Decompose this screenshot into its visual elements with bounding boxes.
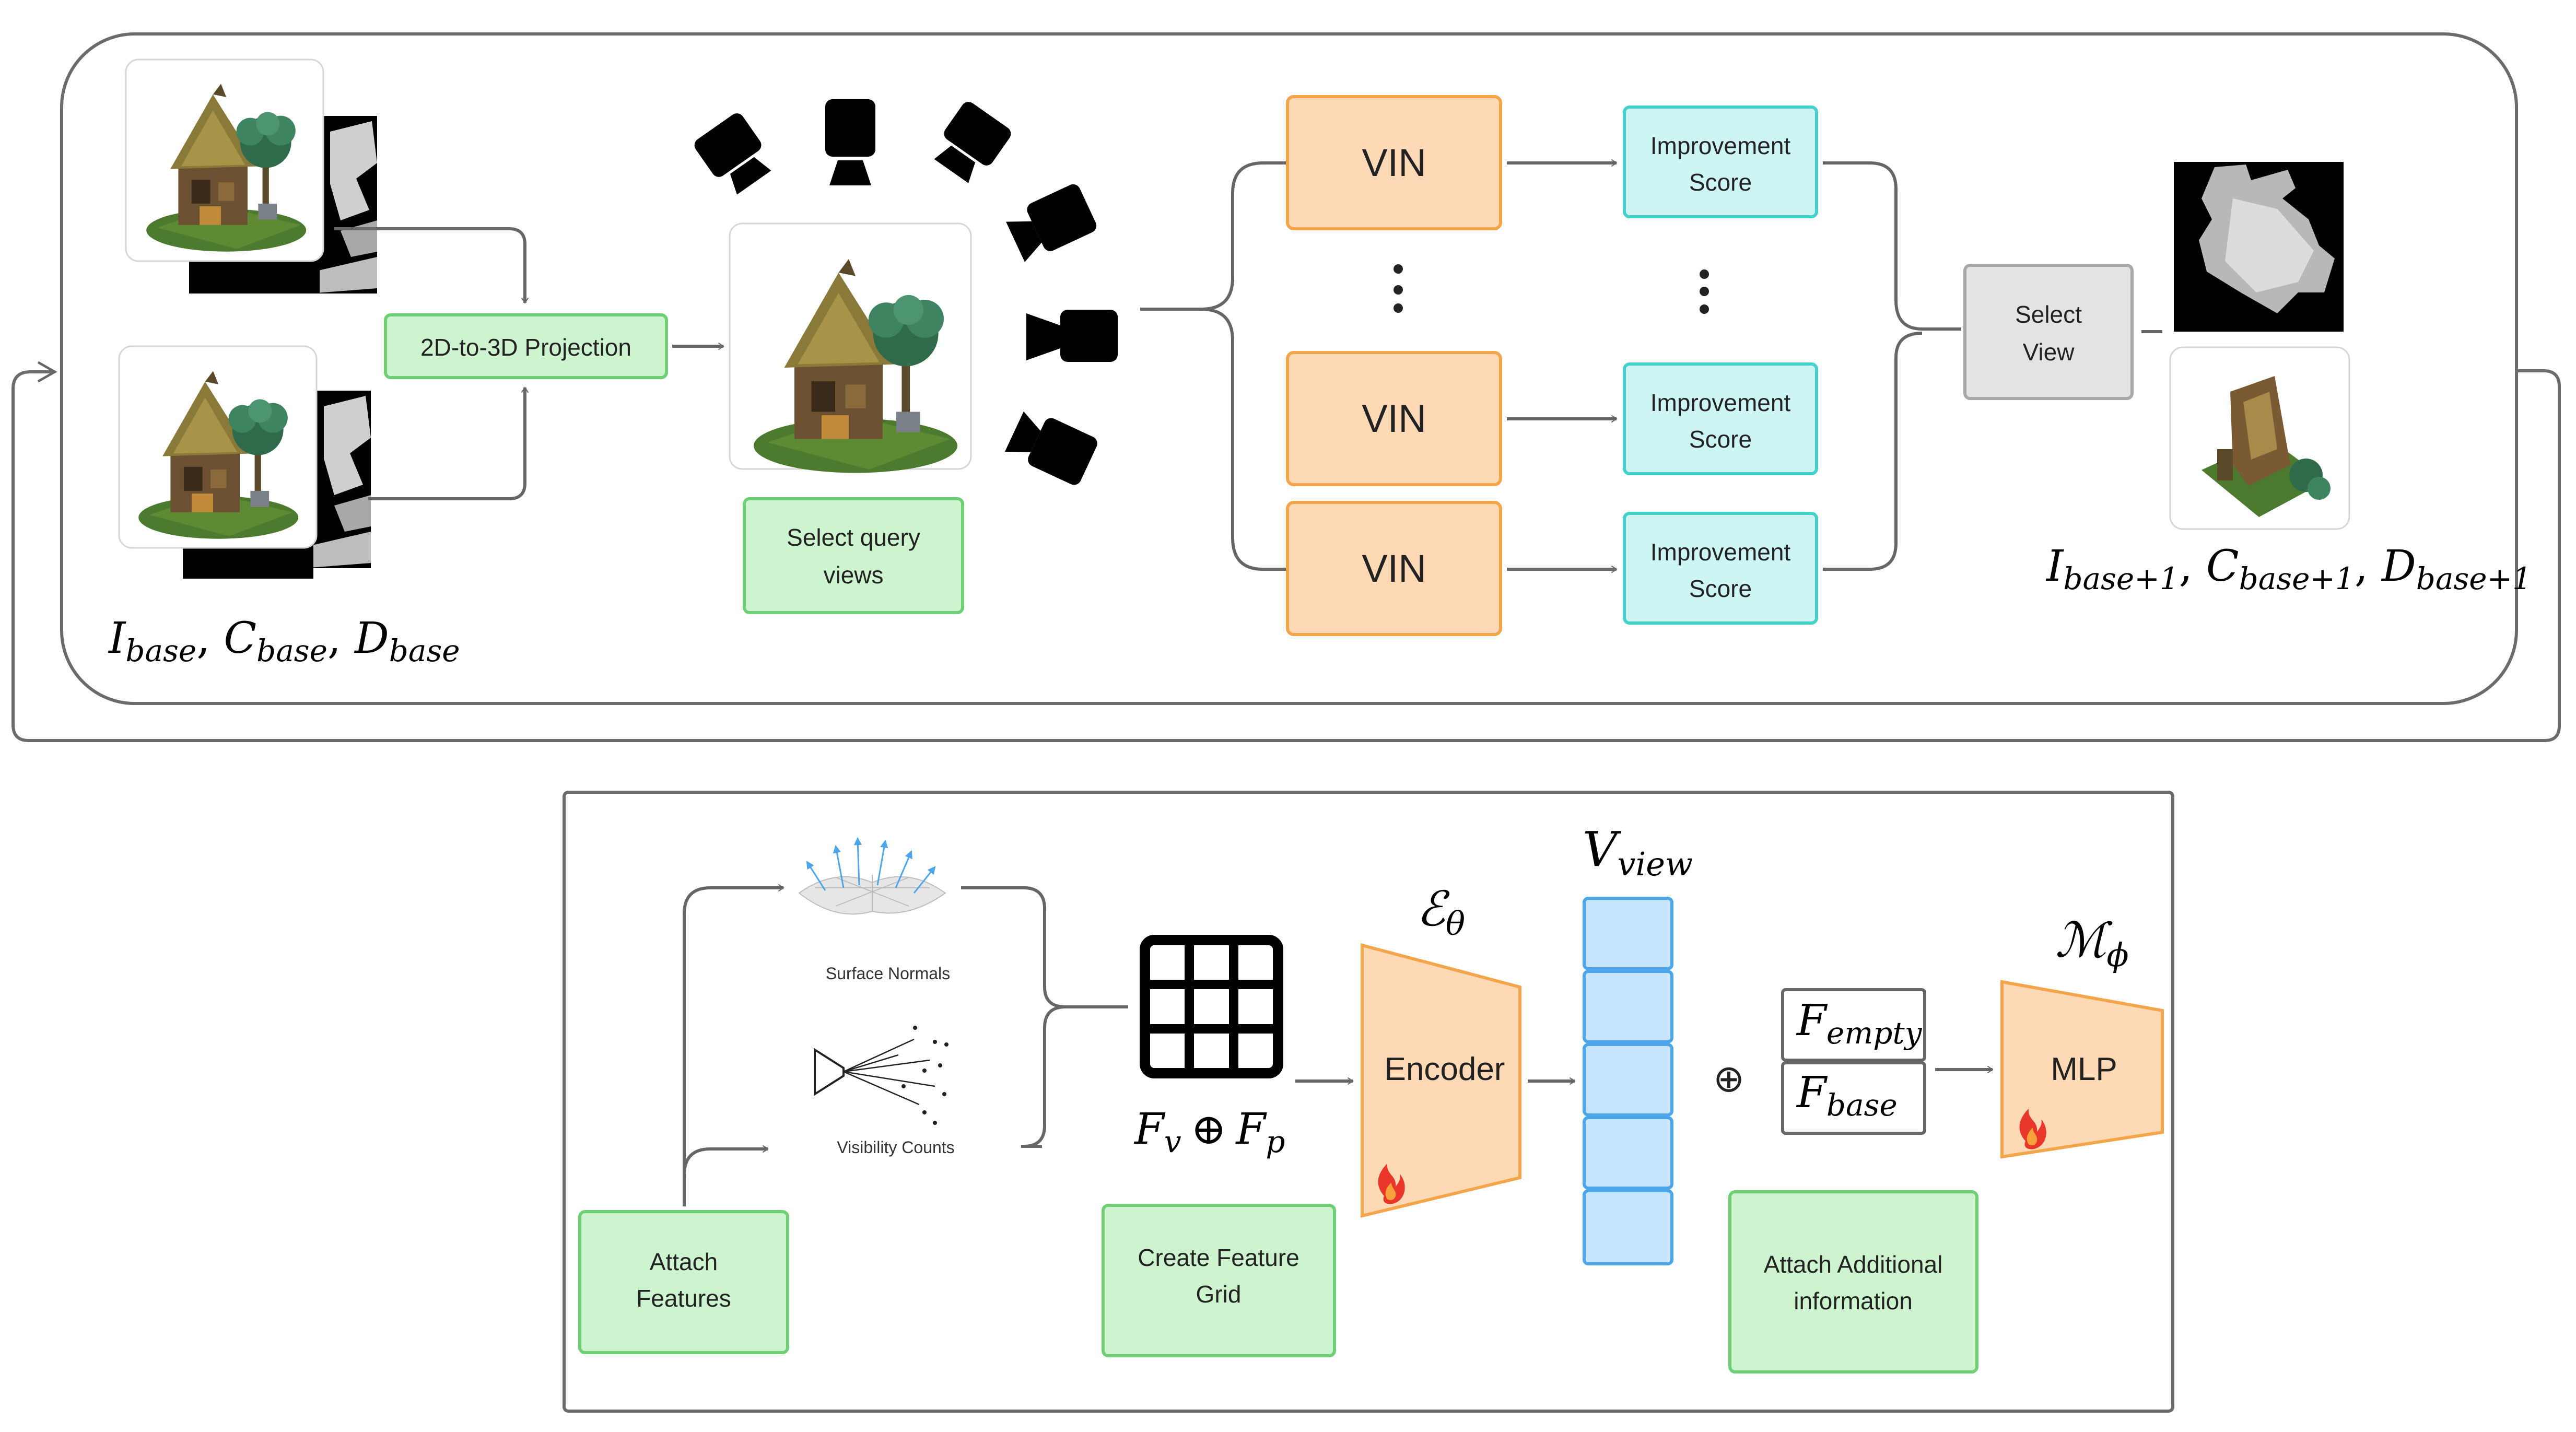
camera-ring	[694, 99, 1118, 485]
f-empty-box	[1781, 988, 1926, 1062]
improvement-score-label: Improvement	[1650, 538, 1791, 566]
camera-icon	[934, 102, 1011, 183]
mlp-block	[2000, 980, 2164, 1159]
mlp-label: MLP	[2051, 1051, 2117, 1087]
connector	[334, 227, 529, 304]
camera-icon	[1006, 184, 1097, 262]
visibility-counts-label: Visibility Counts	[837, 1138, 954, 1157]
connector	[1823, 332, 1923, 571]
vin-label: VIN	[1362, 397, 1426, 440]
grid-icon	[1140, 935, 1283, 1078]
attach-info-label: information	[1794, 1287, 1913, 1314]
encoder-symbol: ℰθ	[1416, 881, 1465, 943]
connector	[961, 886, 1128, 1008]
attach-info-label: Attach Additional	[1764, 1251, 1943, 1278]
view-vector-symbol: Vview	[1583, 821, 1693, 883]
feature-formula: Fv⊕Fp	[1133, 1105, 1285, 1159]
pipeline-panel: Ibase, Cbase, Dbase 2D-to-3D Projection …	[11, 32, 2561, 742]
improvement-score-block: Improvement Score	[1623, 362, 1818, 475]
next-label: Ibase+1, Cbase+1, Dbase+1	[2045, 542, 2532, 596]
attach-features-box	[578, 1210, 789, 1354]
connector	[1823, 161, 1961, 331]
vin-block: VIN	[1286, 95, 1502, 230]
improvement-score-box	[1623, 512, 1818, 625]
connector	[683, 1145, 769, 1201]
select-query-box	[743, 497, 964, 614]
select-view-label: Select	[2015, 301, 2082, 328]
vin-block: VIN	[1286, 351, 1502, 486]
select-query-label: Select query	[787, 524, 920, 551]
concat-symbol: ⊕	[1713, 1058, 1744, 1100]
connector	[683, 884, 784, 1206]
camera-icon	[1004, 411, 1097, 485]
improvement-score-label: Score	[1689, 575, 1752, 602]
camera-icon	[1026, 310, 1118, 362]
model-panel: Attach Features Surface Normals	[563, 791, 2174, 1413]
surface-normals-icon	[798, 837, 946, 915]
create-feature-grid-label: Create Feature	[1138, 1244, 1299, 1271]
view-vector	[1583, 897, 1673, 1265]
vin-block: VIN	[1286, 501, 1502, 636]
camera-frustum-icon	[814, 1026, 949, 1125]
encoder-block	[1361, 943, 1521, 1218]
ellipsis-dots	[1394, 264, 1709, 314]
base-label: Ibase, Cbase, Dbase	[108, 614, 460, 668]
surface-normals-label: Surface Normals	[826, 964, 950, 983]
improvement-score-block: Improvement Score	[1623, 105, 1818, 218]
select-view-box	[1963, 264, 2134, 400]
connector	[1140, 161, 1286, 311]
improvement-score-box	[1623, 362, 1818, 475]
camera-icon	[694, 113, 771, 195]
connector	[368, 386, 529, 500]
improvement-score-label: Score	[1689, 169, 1752, 196]
create-feature-grid-label: Grid	[1196, 1281, 1242, 1308]
vin-label: VIN	[1362, 141, 1426, 184]
attach-info-box	[1728, 1190, 1978, 1374]
vin-box	[1286, 95, 1502, 230]
improvement-score-label: Score	[1689, 426, 1752, 453]
improvement-score-box	[1623, 105, 1818, 218]
connector	[1201, 308, 1286, 571]
improvement-score-block: Improvement Score	[1623, 512, 1818, 625]
attach-features-label: Attach	[650, 1248, 718, 1275]
select-query-label: views	[823, 561, 883, 589]
select-view-label: View	[2023, 338, 2075, 366]
projection-box	[384, 313, 668, 379]
improvement-score-label: Improvement	[1650, 389, 1791, 416]
create-feature-grid-box	[1102, 1204, 1336, 1357]
vin-label: VIN	[1362, 547, 1426, 590]
house-render-icon	[2202, 376, 2331, 517]
vin-box	[1286, 351, 1502, 486]
mlp-symbol: ℳϕ	[2055, 912, 2129, 974]
base-image-set-1	[125, 58, 377, 294]
next-depth-map	[2174, 162, 2344, 332]
vin-box	[1286, 501, 1502, 636]
pipeline-frame	[60, 32, 2518, 705]
camera-icon	[825, 99, 875, 185]
base-image-set-2	[118, 345, 371, 579]
f-base-box	[1781, 1061, 1926, 1135]
f-base-label: Fbase	[1796, 1068, 1898, 1123]
feedback-loop-arrow	[11, 361, 2561, 742]
projection-label: 2D-to-3D Projection	[420, 334, 631, 361]
improvement-score-label: Improvement	[1650, 132, 1791, 159]
attach-features-label: Features	[636, 1285, 731, 1312]
connector	[1023, 1005, 1066, 1148]
encoder-label: Encoder	[1385, 1051, 1505, 1087]
f-empty-label: Fempty	[1796, 996, 1923, 1051]
